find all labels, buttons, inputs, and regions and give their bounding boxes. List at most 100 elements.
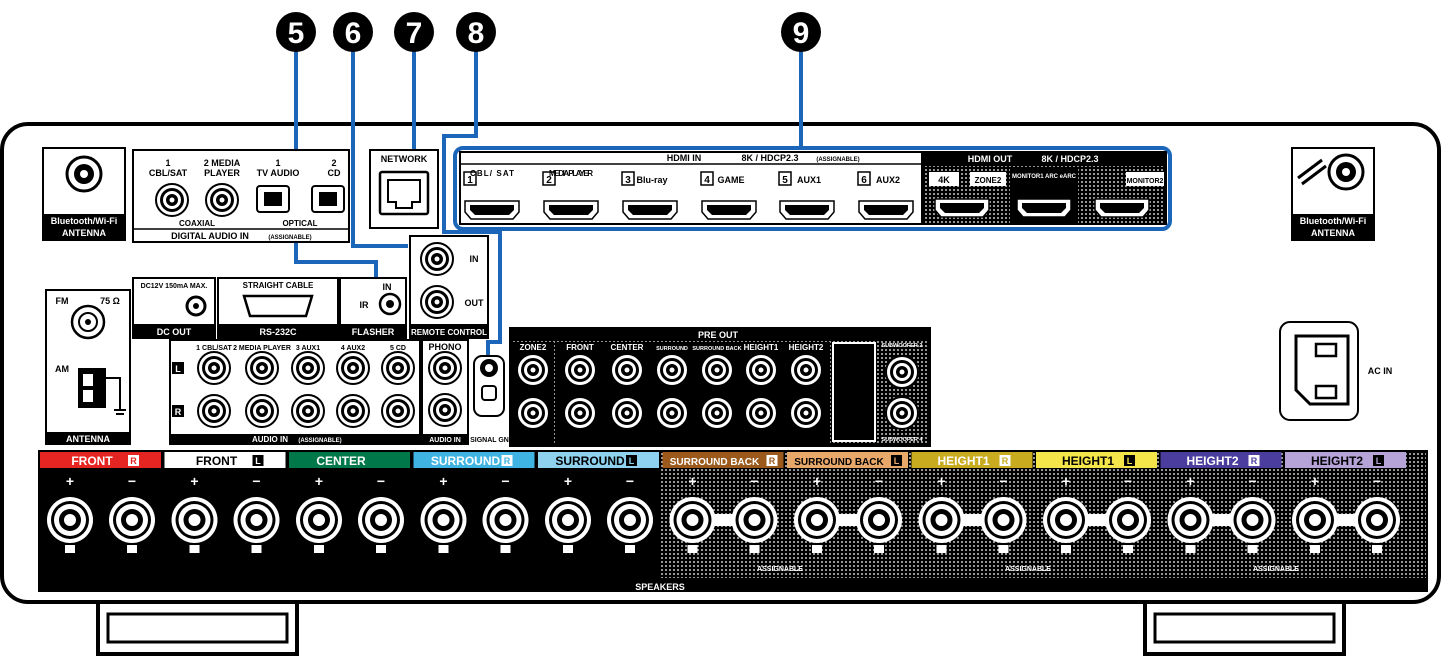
hdmi-in-name: AUX2: [876, 175, 900, 185]
hdmi-out-monitor1: MONITOR1 ARC eARC: [1012, 174, 1077, 180]
callout-label-5: 5: [288, 17, 305, 50]
hdmi-out-spec: 8K / HDCP2.3: [1041, 154, 1098, 164]
callout-9: 9: [781, 12, 821, 52]
pre-out-jack-r: [516, 396, 550, 430]
speaker-name: FRONT: [196, 454, 238, 468]
fm-am-antenna: FM 75 Ω AM ANTENNA: [45, 289, 131, 445]
hdmi-connector: [701, 200, 757, 220]
speaker-side: L: [255, 456, 261, 466]
hdmi-connector: [622, 200, 678, 220]
hdmi-in-title: HDMI IN: [667, 153, 702, 163]
audio-in-assignable: (ASSIGNABLE): [298, 438, 341, 444]
pre-out-jack-r: [610, 396, 644, 430]
audio-in-jack-r: [245, 394, 279, 428]
callout-label-6: 6: [345, 17, 362, 50]
speaker-post-minus: [109, 497, 155, 543]
speaker-post-minus: [233, 497, 280, 543]
speaker-name: HEIGHT2: [1186, 454, 1238, 468]
callout-8: 8: [456, 12, 496, 52]
rs232c-top: STRAIGHT CABLE: [243, 281, 314, 290]
pre-out-label: SURROUND BACK: [692, 346, 741, 352]
digital-audio-assignable: (ASSIGNABLE): [268, 235, 311, 241]
hdmi-out-4k: 4K: [938, 175, 950, 185]
hdmi-in-port-6: 6 AUX2: [857, 171, 914, 220]
hdmi-in-num: 1: [467, 175, 473, 186]
pre-out-jack-r: [744, 396, 778, 430]
speaker-name: HEIGHT2: [1311, 454, 1363, 468]
pre-out-label: FRONT: [566, 343, 594, 352]
audio-in-jack-r: [336, 394, 370, 428]
svg-text:+: +: [813, 473, 821, 489]
coaxial-label: COAXIAL: [179, 219, 215, 228]
svg-text:−: −: [1373, 473, 1381, 489]
speaker-post-minus: [1229, 497, 1276, 543]
svg-text:+: +: [315, 473, 323, 489]
speaker-post-plus: [918, 497, 965, 543]
fm-ohm: 75 Ω: [100, 296, 120, 306]
speaker-post-plus: [171, 497, 218, 543]
pre-out-label: SURROUND: [656, 346, 688, 352]
speaker-name: HEIGHT1: [937, 454, 989, 468]
pre-out-jack-r: [655, 396, 689, 430]
svg-text:+: +: [564, 473, 572, 489]
audio-in-jack-l: [381, 351, 415, 385]
signal-gnd-label: SIGNAL GND: [470, 437, 514, 444]
dig-in-4-num: 2: [331, 158, 336, 168]
speaker-post-minus: [482, 497, 529, 543]
audio-in-jack-r: [381, 394, 415, 428]
speaker-post-minus: [856, 497, 902, 543]
hdmi-in-panel: HDMI IN 8K / HDCP2.3 (ASSIGNABLE) 1CBL/ …: [459, 151, 923, 225]
audio-in-jack-l: [336, 351, 370, 385]
remote-out: OUT: [465, 298, 485, 308]
speaker-side: R: [1251, 456, 1258, 466]
speaker-name: SURROUND: [431, 454, 501, 468]
speakers-label: SPEAKERS: [635, 582, 685, 592]
hdmi-in-num: 6: [861, 175, 867, 186]
remote-label: REMOTE CONTROL: [411, 328, 487, 337]
pre-out-jack-l: [563, 353, 597, 387]
pre-out-jack-l: [789, 353, 823, 387]
speaker-post-minus: [731, 497, 778, 543]
callout-label-9: 9: [793, 17, 810, 50]
speaker-post-minus: [358, 497, 404, 543]
pre-out-jack-l: [655, 353, 689, 387]
speaker-post-plus: [1292, 497, 1338, 543]
speaker-side: L: [1376, 456, 1382, 466]
pre-out-label: HEIGHT2: [789, 343, 824, 352]
pre-out-jack-r: [700, 396, 734, 430]
callout-label-7: 7: [406, 17, 423, 50]
hdmi-in-num: 5: [782, 175, 788, 186]
audio-in-jack-l: [291, 351, 325, 385]
flasher-ir: IR: [360, 300, 370, 310]
svg-text:−: −: [750, 473, 758, 489]
hdmi-in-name: GAME: [718, 175, 745, 185]
speaker-center: CENTER+−: [289, 452, 410, 554]
bt-antenna-label: Bluetooth/Wi-Fi: [51, 216, 117, 226]
dig-in-3-num: 1: [275, 158, 280, 168]
speaker-post-minus: [607, 497, 653, 543]
speaker-post-minus: [1105, 497, 1151, 543]
hdmi-connector: [779, 200, 835, 220]
remote-in: IN: [470, 254, 479, 264]
dc-out: DC12V 150mA MAX. DC OUT: [132, 277, 216, 339]
speaker-side: L: [1127, 456, 1133, 466]
speaker-name: SURROUND BACK: [794, 457, 884, 468]
speaker-post-plus: [296, 497, 342, 543]
audio-in-jack-r: [197, 394, 231, 428]
speaker-name: CENTER: [316, 454, 366, 468]
audio-in-l: L: [175, 364, 181, 374]
hdmi-in-name: MEDIA PLAYER: [549, 169, 593, 178]
speaker-name: HEIGHT1: [1062, 454, 1114, 468]
dig-in-3-name: TV AUDIO: [257, 168, 300, 178]
hdmi-out-zone2: ZONE2: [975, 176, 1002, 185]
